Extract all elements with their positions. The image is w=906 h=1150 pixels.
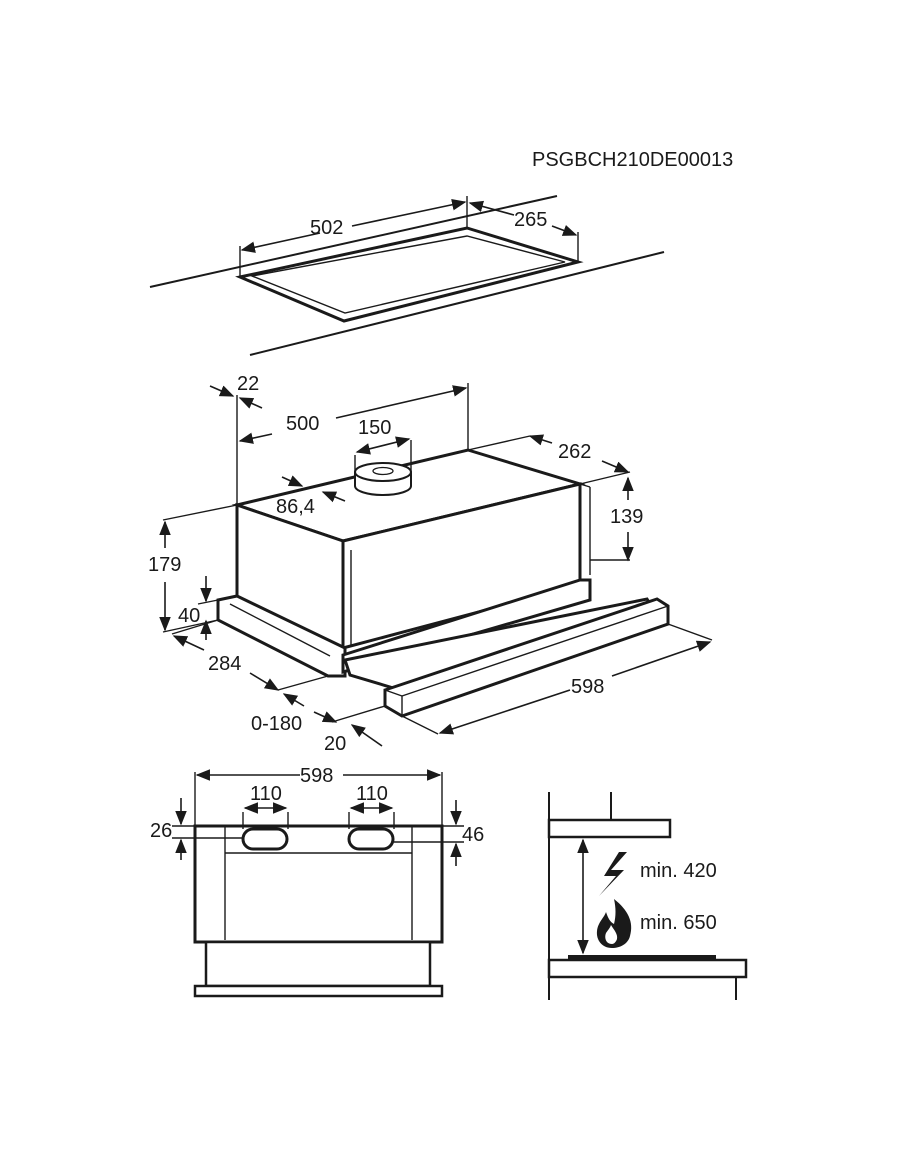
hob-profile bbox=[547, 958, 748, 979]
dim-top-margin: 26 bbox=[150, 820, 172, 842]
front-handle-bar bbox=[193, 984, 444, 998]
dim-offset-top: 22 bbox=[237, 373, 259, 395]
dim-slot-right: 110 bbox=[356, 783, 388, 805]
min-gas-label: min. 650 bbox=[640, 912, 717, 934]
dim-cutout-depth: 265 bbox=[514, 209, 547, 231]
dim-slot-left: 110 bbox=[250, 783, 282, 805]
dim-hood-width: 598 bbox=[571, 676, 604, 698]
slot-left bbox=[241, 827, 289, 851]
dim-body-depth: 284 bbox=[208, 653, 241, 675]
cabinet-edge-back bbox=[149, 195, 558, 288]
cutout-view: 502 265 bbox=[149, 195, 665, 356]
dim-slot-height: 46 bbox=[462, 824, 484, 846]
dim-duct-diameter: 150 bbox=[358, 417, 391, 439]
document-code: PSGBCH210DE00013 bbox=[532, 149, 733, 171]
front-lower-body bbox=[204, 940, 432, 988]
hob-surface bbox=[568, 955, 716, 960]
hood-profile bbox=[547, 818, 672, 839]
dim-extension: 0-180 bbox=[251, 713, 302, 735]
dim-hood-depth: 262 bbox=[558, 441, 591, 463]
front-view: 598 110 110 26 46 bbox=[150, 765, 484, 998]
lightning-icon bbox=[599, 852, 627, 896]
duct-collar bbox=[354, 462, 412, 496]
dim-front-width: 598 bbox=[300, 765, 333, 787]
dim-duct-offset: 86,4 bbox=[276, 496, 315, 518]
front-body bbox=[193, 824, 444, 944]
dim-front-height: 40 bbox=[178, 605, 200, 627]
slot-right bbox=[347, 827, 395, 851]
cabinet-edge-front bbox=[249, 251, 665, 356]
cutout-inner-edge bbox=[249, 235, 566, 314]
dim-front-offset: 20 bbox=[324, 733, 346, 755]
cutout-opening bbox=[235, 226, 584, 323]
dim-body-height: 139 bbox=[610, 506, 643, 528]
dim-total-height: 179 bbox=[148, 554, 181, 576]
installation-view: min. 420 min. 650 bbox=[547, 792, 748, 1000]
dim-duct-distance: 500 bbox=[286, 413, 319, 435]
hood-view: 22 500 150 86,4 262 139 179 40 bbox=[148, 373, 713, 755]
dim-cutout-width: 502 bbox=[310, 217, 343, 239]
min-electric-label: min. 420 bbox=[640, 860, 717, 882]
